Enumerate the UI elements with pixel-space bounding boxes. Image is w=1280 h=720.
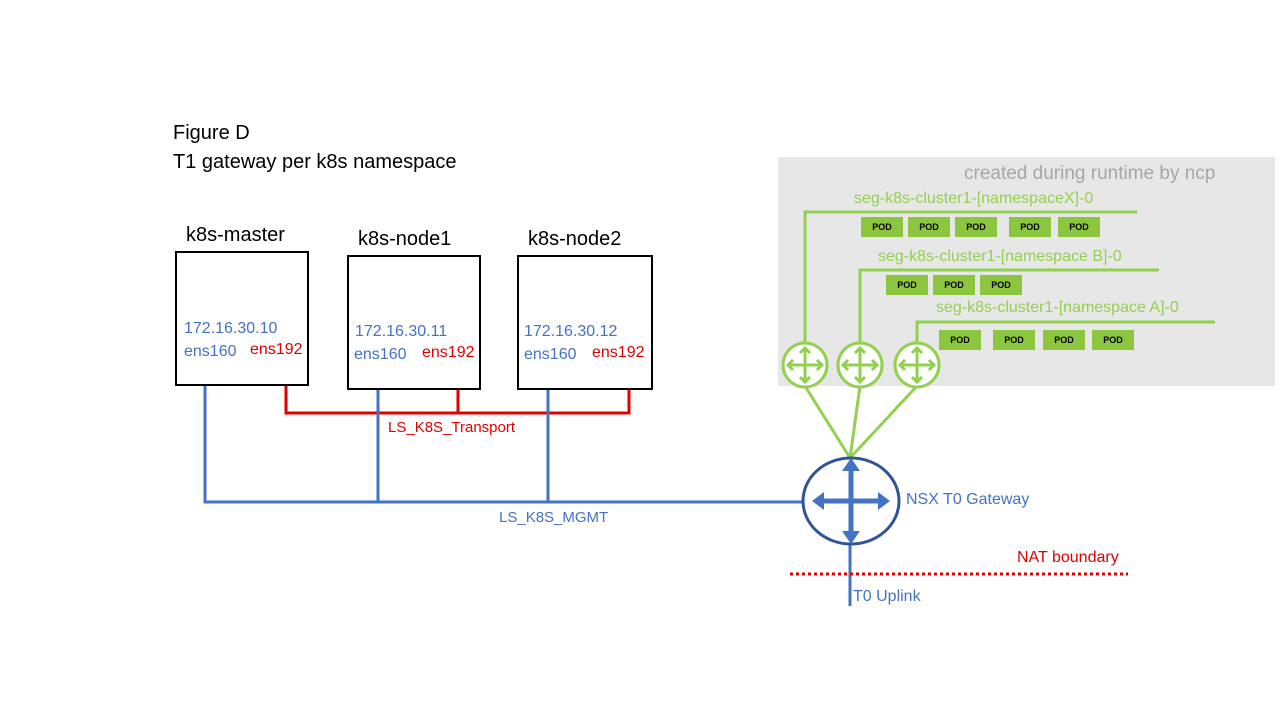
pod-a-1: POD xyxy=(939,330,981,350)
segment-x-line xyxy=(803,210,1137,344)
segment-a-line xyxy=(915,320,1215,344)
mgmt-link-master xyxy=(203,366,805,504)
pod-x-5: POD xyxy=(1058,217,1100,237)
t1-a-uplink xyxy=(848,384,919,460)
t1-b-uplink xyxy=(848,385,862,459)
segment-b-line xyxy=(858,268,1159,344)
segment-a-label: seg-k8s-cluster1-[namespace A]-0 xyxy=(936,299,1179,316)
mgmt-network-label: LS_K8S_MGMT xyxy=(499,509,609,526)
runtime-label: created during runtime by ncp xyxy=(964,163,1216,184)
node-master-ip: 172.16.30.10 xyxy=(184,320,278,337)
node-1-transport-if: ens192 xyxy=(422,344,475,361)
t1-router-b-icon xyxy=(836,341,884,389)
t0-gateway-label: NSX T0 Gateway xyxy=(906,491,1030,508)
transport-network-label: LS_K8S_Transport xyxy=(388,419,516,436)
node-master-transport-if: ens192 xyxy=(250,341,303,358)
pod-a-2: POD xyxy=(993,330,1035,350)
t1-router-a-icon xyxy=(893,341,941,389)
node-1-mgmt-if: ens160 xyxy=(354,346,407,363)
t1-router-x-icon xyxy=(781,341,829,389)
t0-gateway-icon xyxy=(801,456,901,546)
node-2-ip: 172.16.30.12 xyxy=(524,323,618,340)
node-2-name: k8s-node2 xyxy=(528,228,622,250)
segment-b-label: seg-k8s-cluster1-[namespace B]-0 xyxy=(878,248,1122,265)
pod-b-3: POD xyxy=(980,275,1022,295)
segment-x-label: seg-k8s-cluster1-[namespaceX]-0 xyxy=(854,190,1094,207)
node-2-mgmt-if: ens160 xyxy=(524,346,577,363)
pod-x-2: POD xyxy=(908,217,950,237)
node-2-box xyxy=(517,255,653,390)
pod-x-1: POD xyxy=(861,217,903,237)
figure-subtitle: T1 gateway per k8s namespace xyxy=(173,151,457,173)
node-1-ip: 172.16.30.11 xyxy=(355,323,448,340)
node-1-box xyxy=(347,255,481,390)
figure-title: Figure D xyxy=(173,122,250,144)
node-master-box xyxy=(175,251,309,386)
pod-x-4: POD xyxy=(1009,217,1051,237)
node-2-transport-if: ens192 xyxy=(592,344,645,361)
pod-a-4: POD xyxy=(1092,330,1134,350)
pod-b-2: POD xyxy=(933,275,975,295)
node-master-name: k8s-master xyxy=(186,224,285,246)
pod-a-3: POD xyxy=(1043,330,1085,350)
nat-boundary-label: NAT boundary xyxy=(1017,549,1119,566)
t0-uplink-label: T0 Uplink xyxy=(853,588,921,605)
pod-x-3: POD xyxy=(955,217,997,237)
pod-b-1: POD xyxy=(886,275,928,295)
node-master-mgmt-if: ens160 xyxy=(184,343,237,360)
node-1-name: k8s-node1 xyxy=(358,228,452,250)
t1-x-uplink xyxy=(803,385,852,459)
